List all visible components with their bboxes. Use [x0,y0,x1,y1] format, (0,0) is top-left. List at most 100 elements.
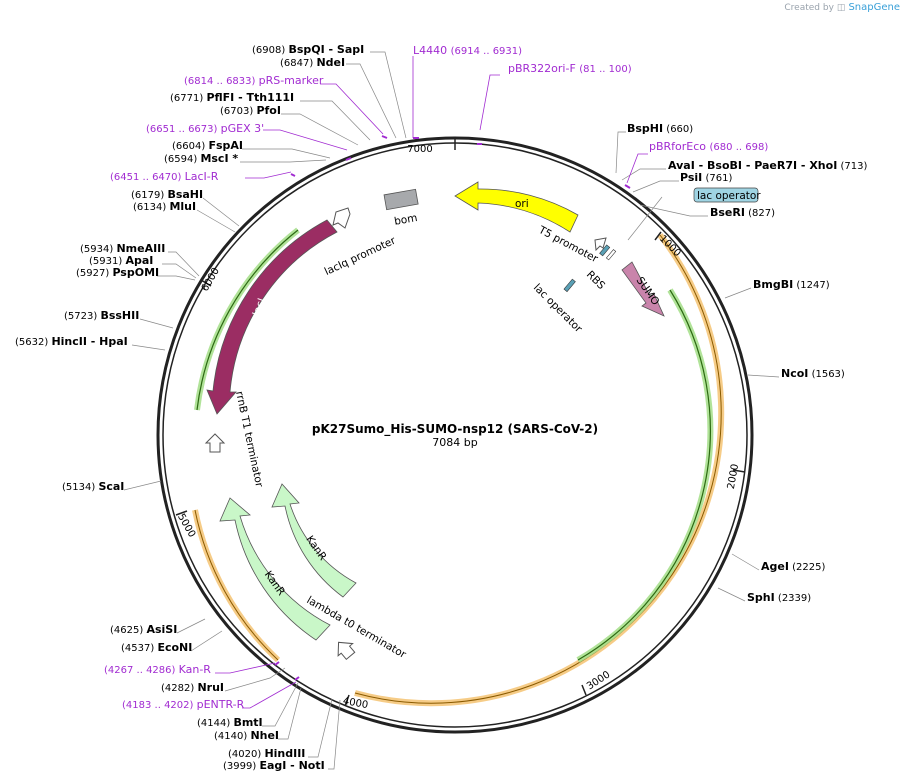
enzyme-label: (5723) BssHII [64,309,139,322]
primer-position: (6451 .. 6470) [110,172,185,183]
enzyme-label: (6703) PfoI [220,104,281,117]
enzyme-position: (6604) [172,141,208,152]
enzyme-name: PflFI [206,91,234,104]
enzyme-name: PspOMI [112,266,159,279]
primer-position: (6914 .. 6931) [451,46,523,57]
enzyme-label: BspHI (660) [627,122,693,135]
enzyme-name: NmeAIII [116,242,165,255]
enzyme-position: (3999) [223,761,259,772]
enzyme-leader-lines [123,51,780,770]
enzyme-position: (1563) [808,369,845,380]
enzyme-label: (6604) FspAI [172,139,243,152]
primer-name: Kan-R [179,663,212,676]
enzyme-position: (5723) [64,311,100,322]
enzyme-name: NdeI [316,56,345,69]
enzyme-name: BmgBI [753,278,793,291]
enzyme-position: (660) [663,124,693,135]
enzyme-label: SphI (2339) [747,591,811,604]
enzyme-label: (6594) MscI * [164,152,238,165]
enzyme-position: (713) [837,161,867,172]
primer-position: (4183 .. 4202) [122,700,197,711]
enzyme-name: MscI * [200,152,238,165]
primer-name: pBRforEco [649,140,710,153]
plasmid-size: 7084 bp [432,436,477,449]
enzyme-name: AvaI [668,159,695,172]
primer-label: pBR322ori-F (81 .. 100) [508,62,632,75]
enzyme-label: BseRI (827) [710,206,775,219]
primer-label: L4440 (6914 .. 6931) [413,44,522,57]
lac-operator-feature-1 [599,244,611,257]
enzyme-position: (4140) [214,731,250,742]
enzyme-name: EagI [259,759,286,772]
bom-label: bom [393,212,418,228]
enzyme-name-extra: - Tth111I [234,91,294,104]
enzyme-label: (6771) PflFI - Tth111I [170,91,294,104]
enzyme-label: (5934) NmeAIII [80,242,165,255]
enzyme-position: (6594) [164,154,200,165]
enzyme-label: (4140) NheI [214,729,279,742]
enzyme-position: (2225) [789,562,826,573]
enzyme-label: PsiI (761) [680,171,732,184]
orf-orange-right [354,233,725,707]
enzyme-name: BmtI [233,716,262,729]
primer-labels: L4440 (6914 .. 6931) pBR322ori-F (81 .. 1… [104,44,768,711]
lac-operator-inner-label: lac operator [531,282,585,336]
kanr-feature-inner [271,483,357,598]
primer-label: (6651 .. 6673) pGEX 3' [146,122,264,135]
enzyme-name: BseRI [710,206,745,219]
primer-name: pBR322ori-F [508,62,579,75]
tick-label: 4000 [342,696,369,711]
primer-label: (6814 .. 6833) pRS-marker [184,74,324,87]
lac-operator-box-label: lac operator [697,190,761,202]
primer-name: pENTR-R [197,698,245,711]
snapgene-logo-icon: ◫ [836,2,846,13]
enzyme-name: ScaI [98,480,124,493]
enzyme-position: (6847) [280,58,316,69]
enzyme-label: (4144) BmtI [197,716,263,729]
t5-promoter-feature [594,237,607,252]
tick-label: 1000 [657,233,683,259]
primer-label: (6451 .. 6470) LacI-R [110,170,219,183]
rbs-feature [605,249,617,261]
primer-leader-lines [215,56,648,709]
primer-position: (6651 .. 6673) [146,124,221,135]
primer-label: (4183 .. 4202) pENTR-R [122,698,245,711]
primer-name: L4440 [413,44,451,57]
enzyme-position: (6703) [220,106,256,117]
enzyme-name: AsiSI [146,623,177,636]
credit-prefix: Created by [784,2,834,13]
enzyme-position: (2339) [775,593,812,604]
enzyme-label: (5632) HincII - HpaI [15,335,128,348]
enzyme-name: NheI [250,729,279,742]
kanr-feature-outer [219,497,331,641]
enzyme-label: AvaI - BsoBI - PaeR7I - XhoI (713) [668,159,867,172]
plasmid-title: pK27Sumo_His-SUMO-nsp12 (SARS-CoV-2) [312,422,598,437]
lac-operator-leader [627,196,663,241]
enzyme-position: (761) [702,173,732,184]
lambda-terminator-feature [337,641,356,661]
enzyme-name: BspHI [627,122,663,135]
enzyme-position: (4020) [228,749,264,760]
enzyme-name: BspQI [288,43,324,56]
primer-name: LacI-R [185,170,219,183]
tick-marks [175,138,746,707]
enzyme-label: BmgBI (1247) [753,278,830,291]
snapgene-credit: Created by ◫ SnapGene [784,2,900,13]
enzyme-name: MluI [169,200,196,213]
enzyme-name: AgeI [761,560,789,573]
tick-label: 7000 [407,144,432,155]
primer-label: (4267 .. 4286) Kan-R [104,663,211,676]
enzyme-name: PfoI [256,104,281,117]
enzyme-position: (1247) [793,280,830,291]
enzyme-name: PsiI [680,171,702,184]
primer-label: pBRforEco (680 .. 698) [649,140,768,153]
rrnB-terminator-label: rrnB T1 terminator [233,390,265,489]
enzyme-name-extra: - NotI [286,759,324,772]
enzyme-name: BssHII [100,309,139,322]
primer-name: pRS-marker [259,74,324,87]
primer-position: (6814 .. 6833) [184,76,259,87]
enzyme-labels-right: BspHI (660) AvaI - BsoBI - PaeR7I - XhoI … [627,122,867,604]
orf-green-left-line [196,229,299,411]
enzyme-position: (5931) [89,256,125,267]
